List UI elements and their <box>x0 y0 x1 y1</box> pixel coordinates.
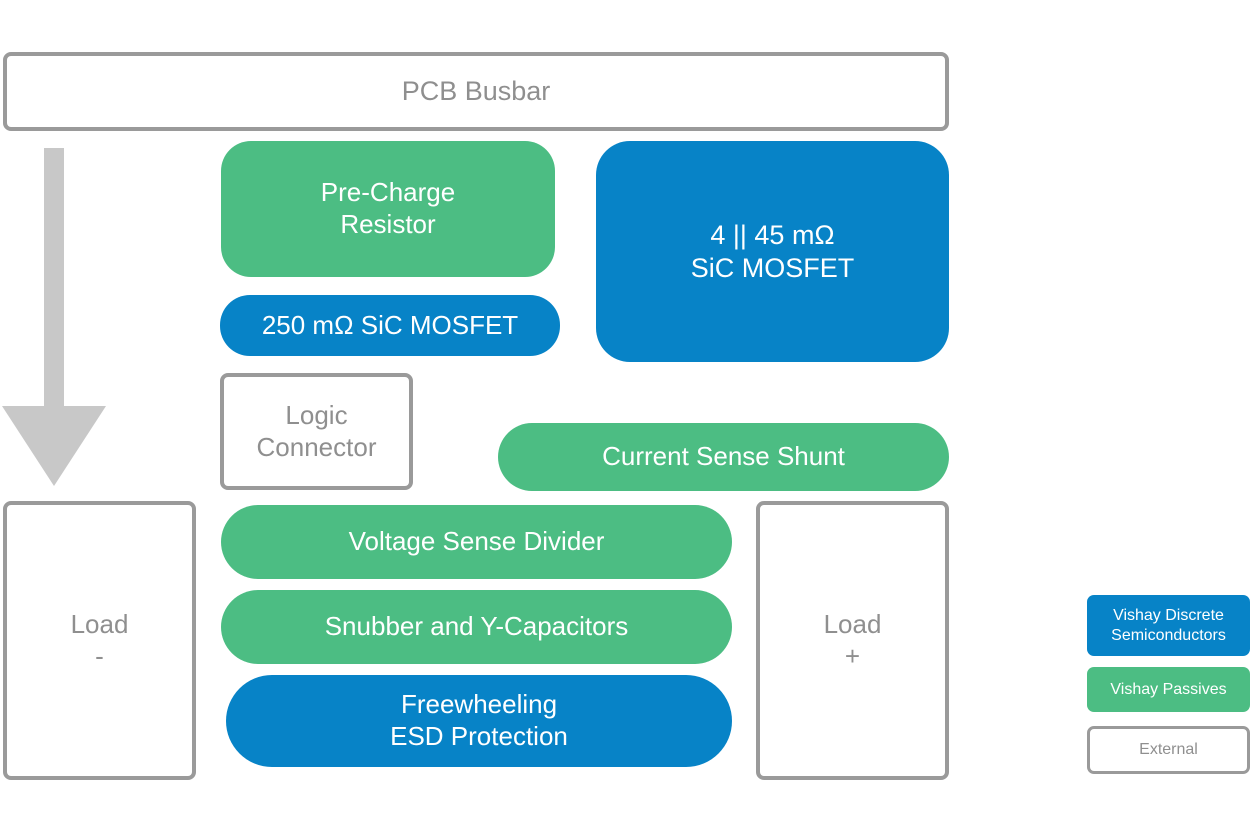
legend-external-label: External <box>1139 741 1198 759</box>
load-plus-line-2: + <box>844 640 861 671</box>
current-sense-shunt: Current Sense Shunt <box>498 423 949 491</box>
freewheeling-esd-protection: Freewheeling ESD Protection <box>226 675 732 767</box>
load-minus-line-2: - <box>95 640 104 671</box>
legend-vishay-discrete-line-1: Vishay Discrete <box>1113 607 1224 625</box>
load-plus: Load + <box>756 501 949 780</box>
current-sense-shunt-label: Current Sense Shunt <box>602 441 845 472</box>
logic-connector-line-1: Logic <box>285 399 348 430</box>
voltage-sense-divider: Voltage Sense Divider <box>221 505 732 579</box>
current-flow-arrow-icon <box>2 148 106 486</box>
freewheeling-line-1: Freewheeling <box>400 689 558 720</box>
load-minus: Load - <box>3 501 196 780</box>
legend-vishay-passives-label: Vishay Passives <box>1110 680 1227 698</box>
voltage-sense-divider-label: Voltage Sense Divider <box>348 526 605 557</box>
snubber-y-capacitors-label: Snubber and Y-Capacitors <box>324 611 629 642</box>
main-sic-mosfet: 4 || 45 mΩ SiC MOSFET <box>596 141 949 362</box>
legend-external: External <box>1087 726 1250 774</box>
pre-charge-resistor-line-2: Resistor <box>340 209 436 239</box>
precharge-sic-mosfet-label: 250 mΩ SiC MOSFET <box>261 309 519 340</box>
logic-connector: Logic Connector <box>220 373 413 490</box>
pre-charge-resistor-line-1: Pre-Charge <box>320 177 456 208</box>
legend-vishay-passives: Vishay Passives <box>1087 667 1250 712</box>
main-sic-mosfet-line-2: SiC MOSFET <box>690 252 855 283</box>
load-plus-line-1: Load <box>823 608 882 639</box>
precharge-sic-mosfet: 250 mΩ SiC MOSFET <box>220 295 560 356</box>
pcb-busbar: PCB Busbar <box>3 52 949 131</box>
legend-vishay-discrete: Vishay Discrete Semiconductors <box>1087 595 1250 656</box>
load-minus-line-1: Load <box>70 608 129 639</box>
logic-connector-line-2: Connector <box>256 431 377 462</box>
freewheeling-line-2: ESD Protection <box>390 721 568 751</box>
snubber-y-capacitors: Snubber and Y-Capacitors <box>221 590 732 664</box>
legend-vishay-discrete-line-2: Semiconductors <box>1111 626 1226 644</box>
pcb-busbar-label: PCB Busbar <box>401 76 551 107</box>
main-sic-mosfet-line-1: 4 || 45 mΩ <box>710 219 835 250</box>
pre-charge-resistor: Pre-Charge Resistor <box>221 141 555 277</box>
